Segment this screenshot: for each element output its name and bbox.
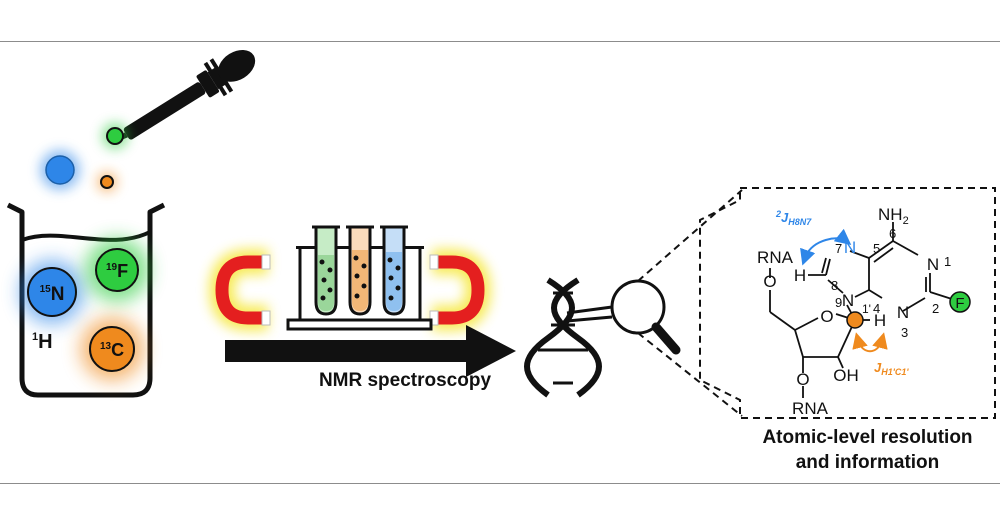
process-arrow — [225, 325, 516, 377]
svg-text:2JH8N7: 2JH8N7 — [775, 209, 812, 227]
svg-text:3: 3 — [901, 325, 908, 340]
droplet-green — [102, 123, 128, 149]
isotope-c13-bubble: 13C — [80, 317, 144, 381]
svg-text:NH2: NH2 — [878, 205, 909, 227]
droplet-blue — [40, 150, 80, 190]
dna-helix-icon — [524, 277, 602, 398]
svg-text:RNA: RNA — [757, 248, 794, 267]
atomic-resolution-line2: and information — [795, 452, 940, 473]
svg-text:JH1'C1': JH1'C1' — [874, 360, 909, 377]
test-tube-blue — [380, 225, 408, 316]
svg-text:19F: 19F — [106, 261, 128, 281]
svg-text:4: 4 — [873, 301, 880, 316]
isotope-h1-label: 1H — [32, 331, 53, 353]
svg-text:OH: OH — [833, 366, 859, 385]
svg-text:1H: 1H — [32, 331, 53, 353]
coupling-h8n7: 2JH8N7 — [775, 209, 852, 266]
bottom-border-line — [0, 483, 1000, 484]
svg-text:O: O — [763, 272, 776, 291]
svg-text:O: O — [796, 370, 809, 389]
svg-text:N: N — [844, 238, 856, 257]
magnet-right-icon — [429, 249, 492, 331]
svg-text:2: 2 — [932, 301, 939, 316]
droplet-orange — [97, 172, 117, 192]
isotope-f19-bubble: 19F — [85, 238, 149, 302]
magnet-left-icon — [208, 249, 271, 331]
pipette-icon — [111, 49, 256, 144]
svg-text:N: N — [842, 291, 854, 310]
svg-text:13C: 13C — [100, 340, 124, 360]
svg-text:F: F — [955, 295, 964, 312]
atomic-resolution-line1: Atomic-level resolution — [762, 427, 973, 448]
atomic-resolution-label: Atomic-level resolution and information — [735, 425, 1000, 475]
svg-text:9: 9 — [835, 295, 842, 310]
isotope-n15-bubble: 15N — [20, 260, 84, 324]
svg-text:N: N — [927, 255, 939, 274]
svg-text:6: 6 — [889, 226, 896, 241]
svg-text:H: H — [874, 311, 886, 330]
svg-text:1: 1 — [944, 254, 951, 269]
svg-text:8: 8 — [831, 278, 838, 293]
svg-text:1': 1' — [862, 302, 871, 316]
test-tube-orange — [346, 225, 374, 316]
adenosine-molecule: F NH2 N N N N H H O O O OH RNA RNA 1 2 3… — [757, 205, 971, 418]
svg-text:7: 7 — [835, 241, 842, 256]
svg-text:O: O — [820, 307, 833, 326]
svg-text:15N: 15N — [40, 284, 65, 305]
coupling-h1c1: JH1'C1' — [852, 332, 909, 377]
svg-text:H: H — [794, 266, 806, 285]
zoom-box — [637, 187, 996, 419]
svg-text:N: N — [897, 303, 909, 322]
nmr-spectroscopy-label: NMR spectroscopy — [318, 370, 492, 391]
test-tube-green — [312, 225, 340, 316]
svg-text:RNA: RNA — [792, 399, 829, 418]
top-border-line — [0, 41, 1000, 42]
svg-text:5: 5 — [873, 241, 880, 256]
